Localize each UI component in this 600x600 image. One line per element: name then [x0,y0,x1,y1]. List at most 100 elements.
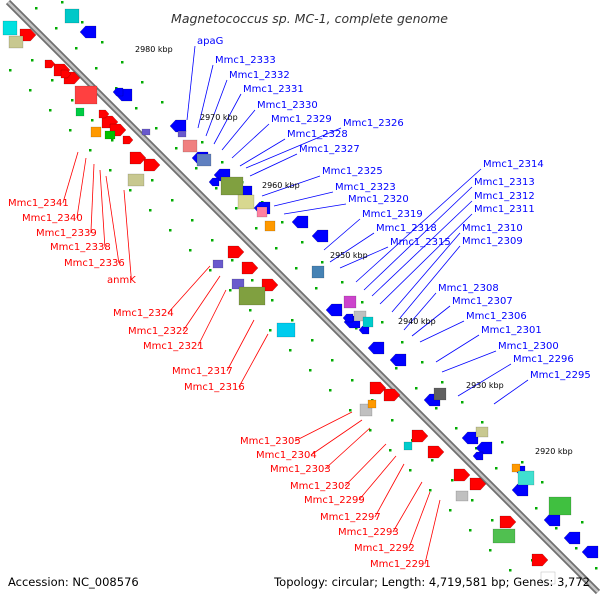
gene-label-mmc1_2325: Mmc1_2325 [322,166,383,177]
upper-leader-line [371,200,473,297]
tick-dot [349,409,352,412]
gene-label-mmc1_2317: Mmc1_2317 [172,366,233,377]
reverse-gene-arrow [581,545,599,559]
tick-dot [35,7,38,10]
gene-label-mmc1_2318: Mmc1_2318 [376,223,437,234]
gene-feature-box [517,470,535,486]
tick-dot [211,239,214,242]
tick-dot [275,247,278,250]
gene-feature-box [403,441,413,451]
tick-dot [309,369,312,372]
tick-dot [461,401,464,404]
gene-feature-box [311,265,325,279]
tick-dot [195,167,198,170]
reverse-gene-arrow [291,215,309,229]
gene-feature-box [353,310,367,322]
gene-feature-box [475,426,489,438]
tick-dot [321,261,324,264]
tick-dot [235,207,238,210]
upper-gene-labels: apaGMmc1_2333Mmc1_2332Mmc1_2331Mmc1_2330… [197,36,591,381]
upper-leader-line [205,79,228,137]
lower-leader-line [324,427,371,470]
tick-dot [109,169,112,172]
gene-feature-box [127,173,145,187]
tick-dot [75,47,78,50]
lower-leader-line [424,499,441,565]
reverse-gene-arrow [169,119,187,133]
upper-leader-line [435,334,480,363]
tick-dot [329,389,332,392]
tick-dot [469,529,472,532]
upper-leader-line [339,246,389,269]
reverse-gene-arrow [389,353,407,367]
gene-label-mmc1_2326: Mmc1_2326 [343,118,404,129]
upper-leader-line [261,175,321,197]
reverse-gene-arrow [208,177,220,187]
lower-leader-line [392,481,423,533]
upper-leader-line [493,379,529,405]
gene-label-mmc1_2336: Mmc1_2336 [64,258,125,269]
tick-dot [129,189,132,192]
forward-gene-arrow [44,59,56,69]
position-marker: 2940 kbp [398,317,436,326]
tick-dot [501,441,504,444]
tick-dot [415,387,418,390]
tick-dot [331,359,334,362]
gene-feature-box [540,571,556,585]
lower-leader-line [62,151,79,204]
reverse-gene-arrow [79,25,97,39]
reverse-gene-arrow [511,483,529,497]
lower-leader-line [182,275,221,332]
tick-dot [311,339,314,342]
gene-feature-box [2,20,18,36]
gene-label-mmc1_2330: Mmc1_2330 [257,100,318,111]
lower-leader-line [344,443,387,487]
gene-label-mmc1_2296: Mmc1_2296 [513,354,574,365]
upper-leader-line [221,109,256,151]
gene-feature-box [492,528,516,544]
lower-leader-line [294,411,353,442]
tick-dot [489,549,492,552]
lower-leader-line [226,319,255,372]
lower-leader-line [76,157,87,219]
tick-dot [381,321,384,324]
gene-label-mmc1_2300: Mmc1_2300 [498,341,559,352]
gene-label-mmc1_2328: Mmc1_2328 [287,129,348,140]
upper-leader-line [391,232,461,313]
gene-label-mmc1_2311: Mmc1_2311 [474,204,535,215]
upper-leader-line [399,245,461,319]
tick-dot [555,527,558,530]
tick-dot [161,101,164,104]
tick-dot [269,329,272,332]
lower-leader-line [105,175,120,264]
reverse-gene-arrow [311,229,329,243]
tick-dot [441,381,444,384]
tick-dot [471,499,474,502]
tick-dot [215,187,218,190]
reverse-gene-arrow [461,431,479,445]
gene-label-mmc1_2331: Mmc1_2331 [243,84,304,95]
gene-feature-box [64,8,80,24]
forward-gene-arrow [60,69,72,79]
tick-dot [81,21,84,24]
tick-dot [301,241,304,244]
genome-backbone-highlight [7,1,599,593]
tick-dot [409,469,412,472]
gene-label-mmc1_2304: Mmc1_2304 [256,450,317,461]
tick-dot [111,139,114,142]
tick-dot [581,521,584,524]
gene-label-mmc1_2338: Mmc1_2338 [50,242,111,253]
tick-dot [95,67,98,70]
tick-dot [451,479,454,482]
tick-dot [229,289,232,292]
tick-dot [271,299,274,302]
gene-label-mmc1_2319: Mmc1_2319 [362,209,423,220]
tick-dot [101,41,104,44]
lower-leader-line [408,491,431,549]
gene-label-mmc1_2322: Mmc1_2322 [128,326,189,337]
tick-dot [169,229,172,232]
tick-dot [295,267,298,270]
gene-label-mmc1_2292: Mmc1_2292 [354,543,415,554]
tick-dot [315,287,318,290]
gene-label-mmc1_2308: Mmc1_2308 [438,283,499,294]
